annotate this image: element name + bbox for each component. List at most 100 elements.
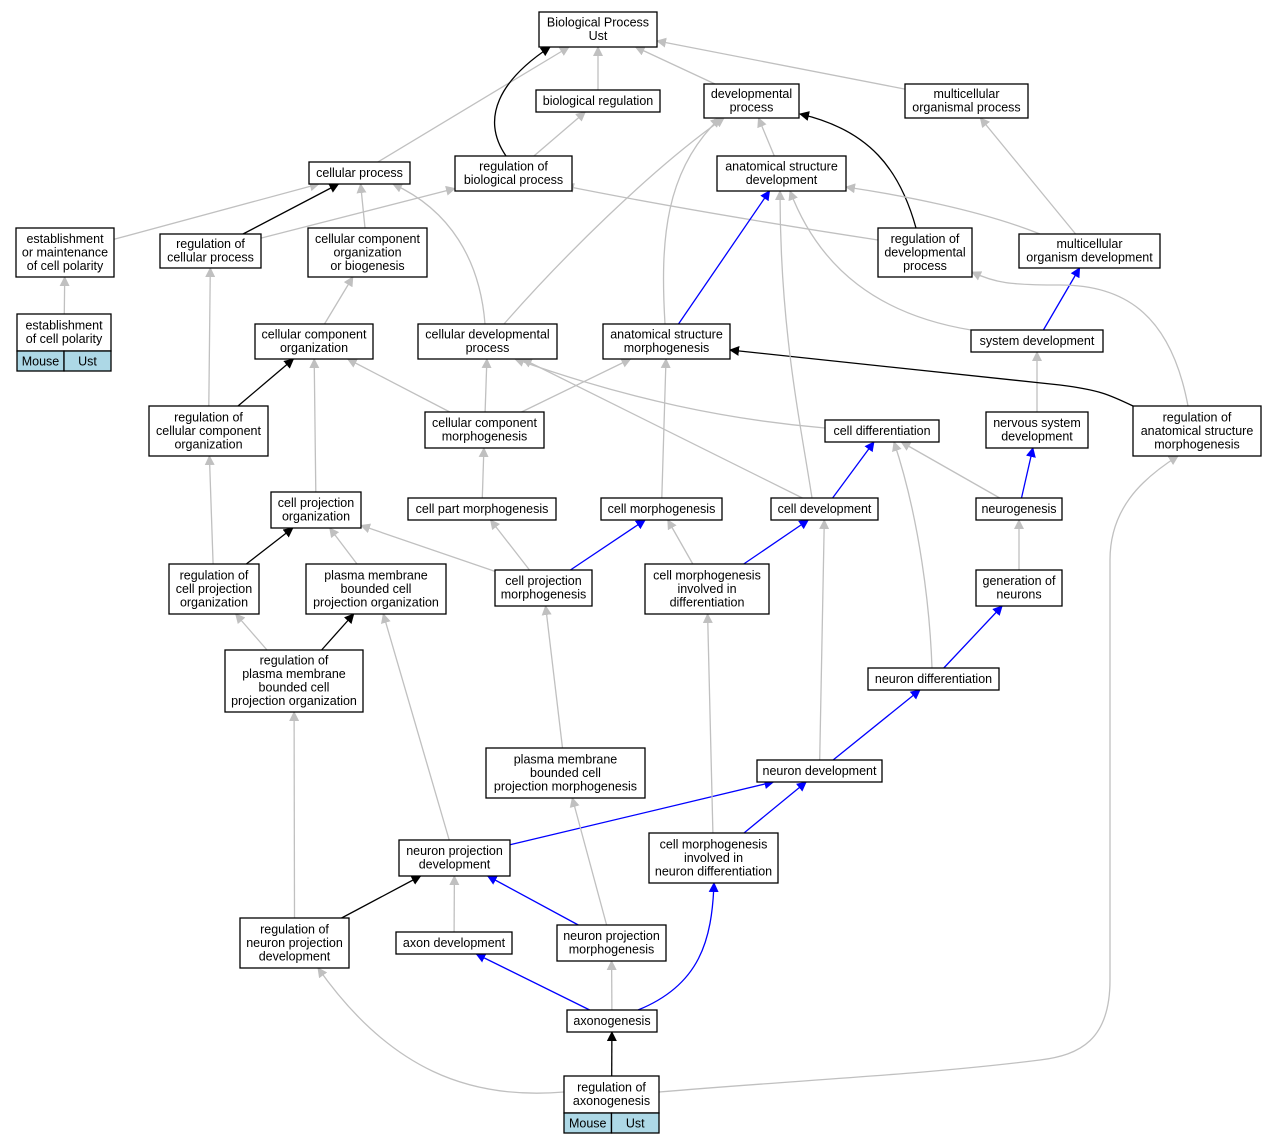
term-box	[16, 313, 112, 352]
term-label-line: process	[466, 341, 510, 355]
term-label-line: regulation of	[180, 568, 249, 582]
edge-is_a-celldiff-to-celldevproc	[514, 357, 826, 429]
term-node-bioreg[interactable]: biological regulation	[535, 89, 661, 113]
edge-regulates-regcell-to-cellproc	[242, 183, 340, 235]
edge-regulates-regccorg-to-ccorg	[237, 358, 295, 407]
term-box	[494, 569, 593, 607]
term-node-cellproc[interactable]: cellular process	[308, 161, 411, 185]
edge-is_a-npdev-to-pmbcporg	[381, 613, 450, 841]
edge-is_a-cmindiff-to-cmidiff	[702, 613, 714, 834]
term-node-neurdev[interactable]: neuron development	[756, 759, 883, 783]
term-label-line: differentiation	[670, 595, 745, 609]
term-label-line: involved in	[684, 851, 743, 865]
edge-is_a-regcprojorg-to-regccorg	[204, 455, 215, 565]
term-label-line: anatomical structure	[1141, 424, 1254, 438]
term-box	[159, 233, 262, 269]
edge-is_a-mdev-to-multiproc	[979, 117, 1077, 235]
edge-is_a-sysdev-to-asdev	[788, 190, 972, 331]
term-node-neurdiff[interactable]: neuron differentiation	[867, 667, 1000, 691]
term-label-line: regulation of	[176, 237, 245, 251]
edge-part_of-neurdiff-to-genneur	[943, 605, 1003, 669]
term-label-line: cell part morphogenesis	[416, 502, 549, 516]
term-label-line: establishment	[25, 319, 103, 333]
term-box	[566, 1009, 658, 1033]
term-label-line: development	[746, 173, 818, 187]
edge-is_a-ccorgbio-to-cellproc	[356, 183, 367, 229]
edge-is_a-regccorg-to-regcell	[205, 267, 216, 407]
term-node-cellmorph[interactable]: cell morphogenesis	[600, 497, 723, 521]
term-label-line: neuron differentiation	[875, 672, 992, 686]
edge-is_a-regdev-to-regbio	[564, 182, 879, 241]
term-label-line: bounded cell	[259, 681, 330, 695]
term-box	[168, 563, 260, 615]
term-box	[556, 924, 667, 962]
term-label-line: bounded cell	[341, 582, 412, 596]
term-node-neurogen[interactable]: neurogenesis	[975, 497, 1063, 521]
edge-regulates-regcprojorg-to-cprojorg	[245, 527, 294, 565]
edge-regulates-regasmorph-to-asmorph	[729, 345, 1134, 407]
term-label-line: system development	[980, 334, 1095, 348]
term-box	[148, 405, 269, 457]
term-box	[424, 411, 545, 449]
term-label-line: neuron projection	[406, 844, 503, 858]
edge-is_a-celldev-to-asdev	[775, 190, 813, 499]
term-node-celldev[interactable]: cell development	[770, 497, 879, 521]
term-label-line: or maintenance	[22, 245, 108, 259]
term-box	[224, 649, 364, 713]
term-node-celldiff[interactable]: cell differentiation	[824, 419, 940, 443]
edge-layer	[59, 37, 1189, 1094]
edge-is_a-devproc-to-bp	[634, 46, 716, 85]
edge-is_a-pmbcporg-to-cprojorg	[329, 527, 358, 565]
term-box	[563, 1075, 660, 1114]
term-node-axonogen[interactable]: axonogenesis	[566, 1009, 658, 1033]
term-node-axondev[interactable]: axon development	[395, 931, 513, 955]
edge-is_a-regaxon-to-regnpdev	[317, 967, 565, 1094]
edge-is_a-asdev-to-devproc	[757, 117, 775, 157]
term-node-cpartmorph[interactable]: cell part morphogenesis	[407, 497, 557, 521]
term-node-sysdev[interactable]: system development	[970, 329, 1104, 353]
term-label-line: plasma membrane	[324, 568, 428, 582]
term-label-line: bounded cell	[530, 766, 601, 780]
term-label-line: multicellular	[934, 87, 1000, 101]
term-label-line: neuron projection	[563, 929, 660, 943]
edge-is_a-estmaint-to-cellproc	[113, 181, 320, 240]
term-box	[867, 667, 1000, 691]
term-label-line: organization	[174, 437, 242, 451]
edge-is_a-ccorg-to-ccorgbio	[323, 276, 354, 325]
term-label-line: biological regulation	[543, 94, 654, 108]
edge-part_of-cmindiff-to-neurdev	[743, 781, 807, 834]
edge-part_of-npmorph-to-npdev	[486, 875, 579, 926]
term-label-line: axonogenesis	[573, 1094, 650, 1108]
